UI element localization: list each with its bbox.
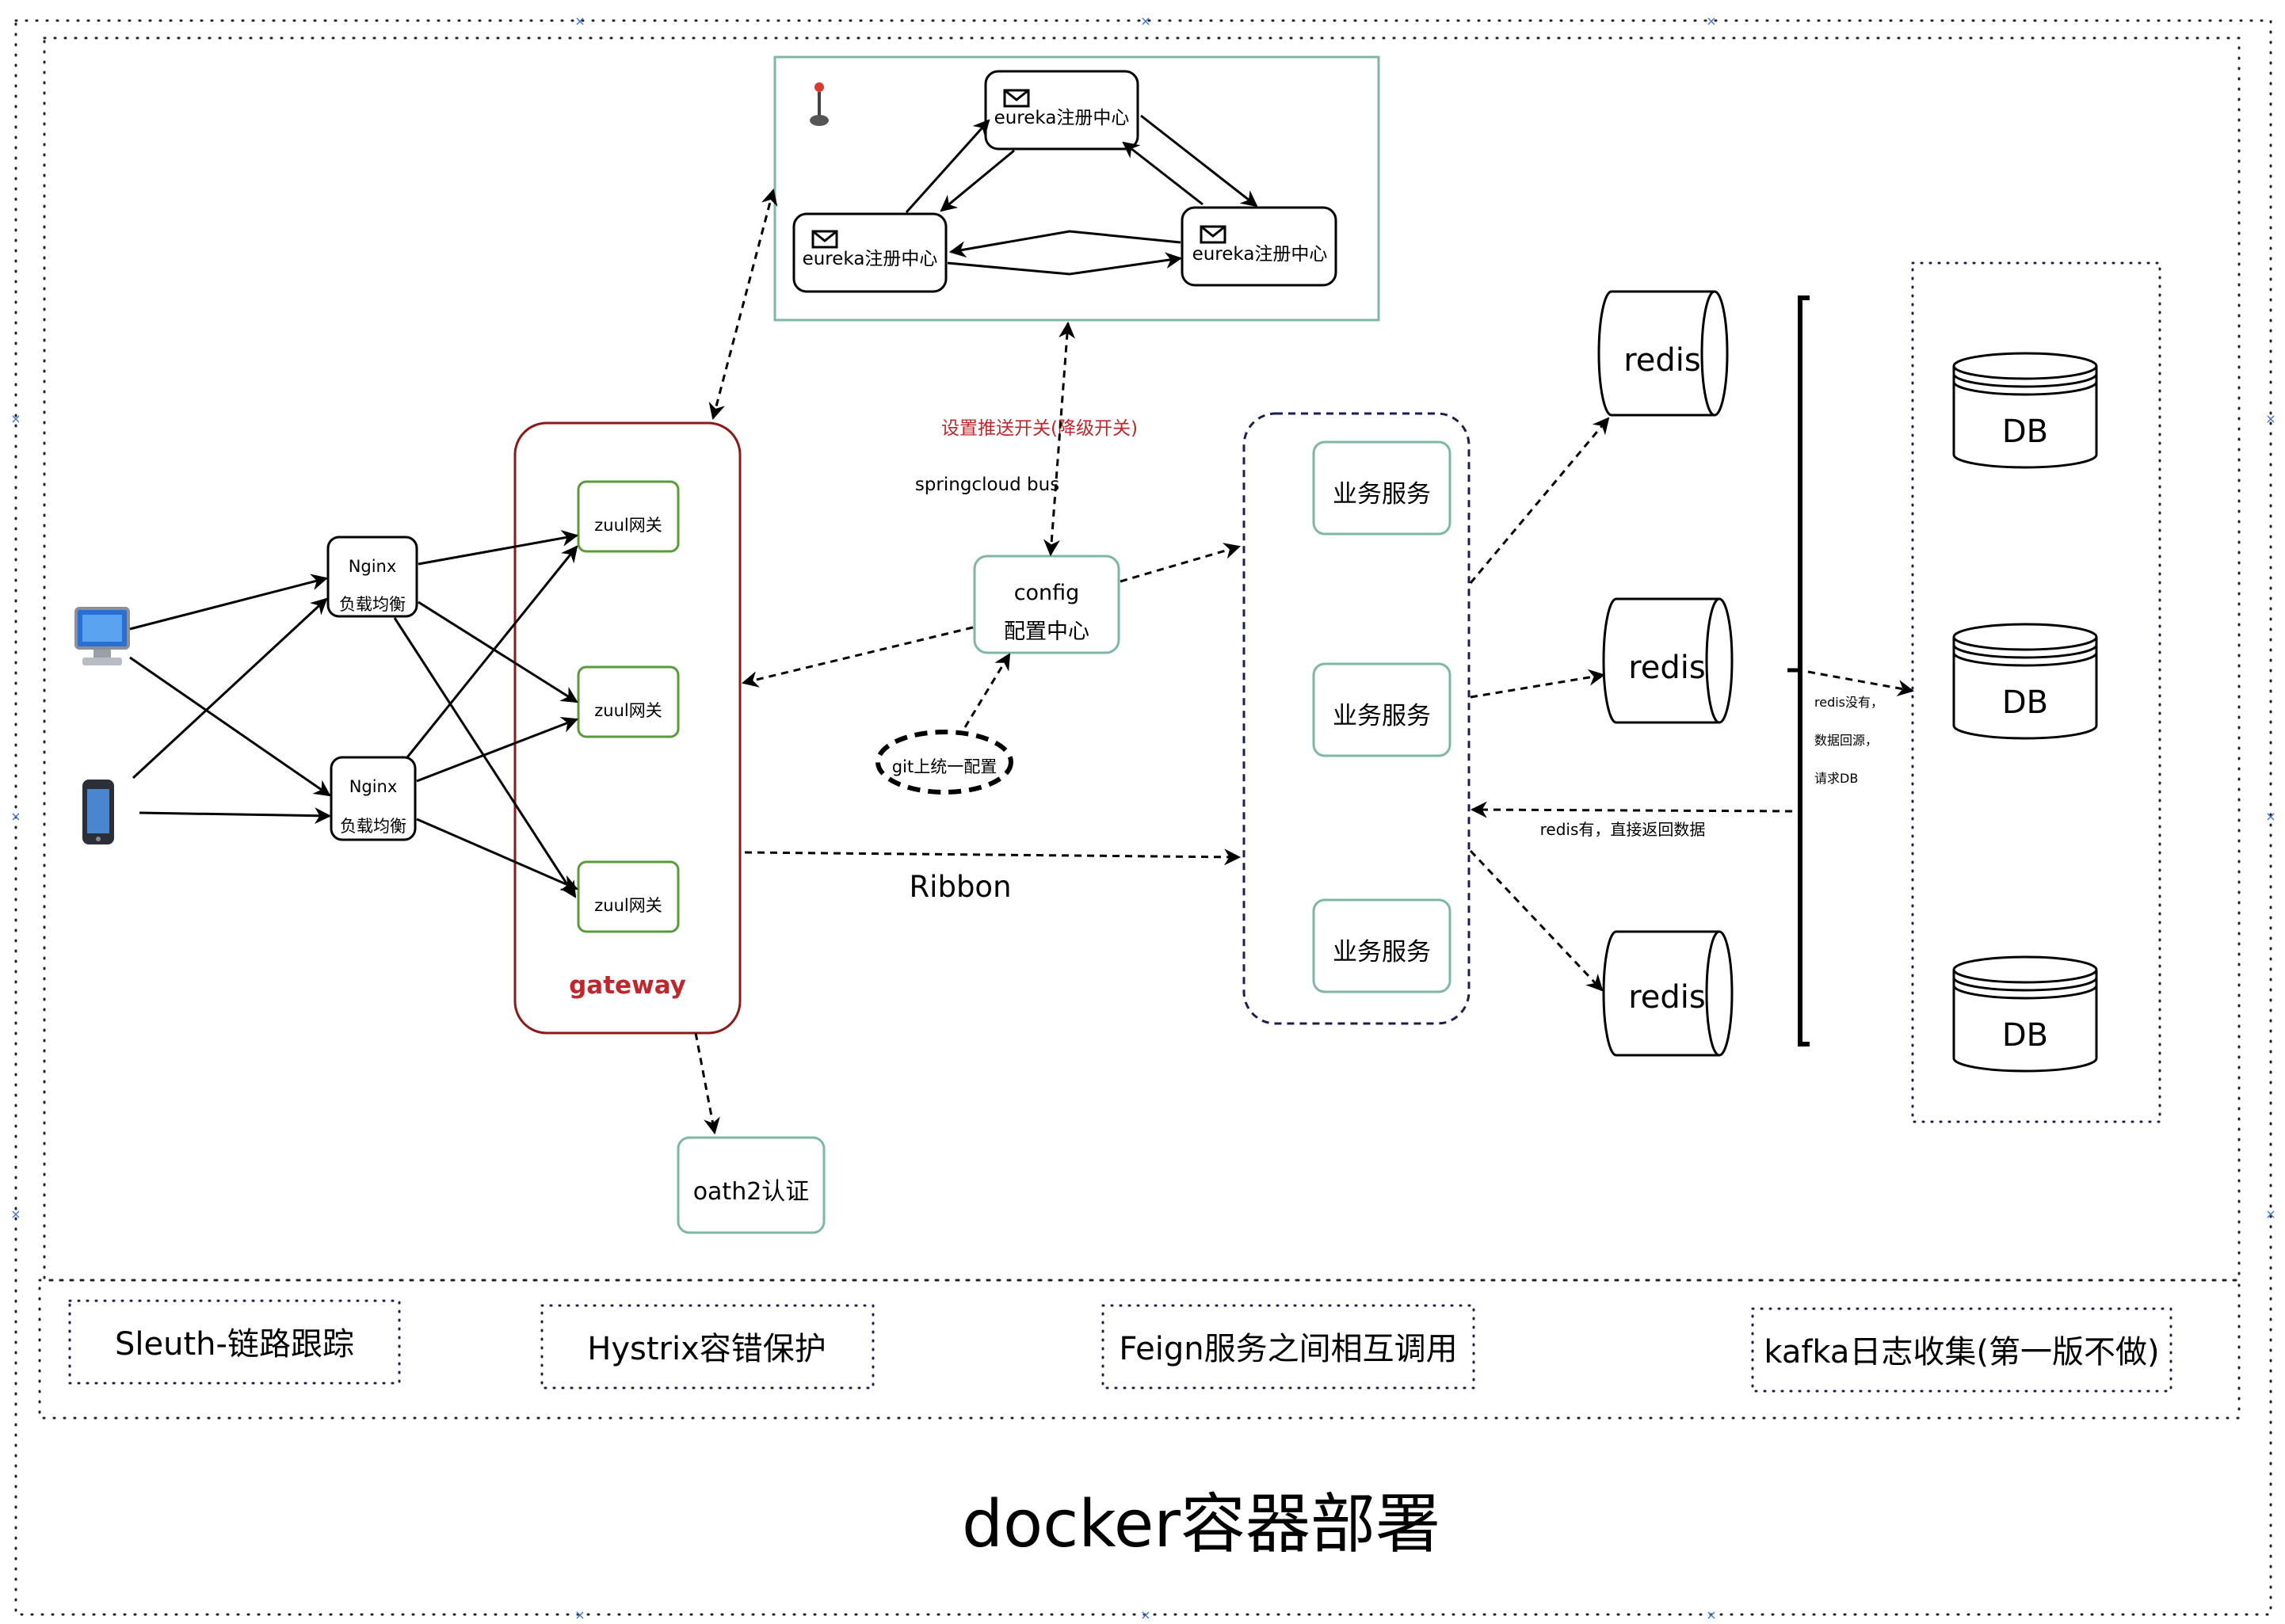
svg-text:×: × (574, 13, 585, 29)
zuul-node-1[interactable]: zuul网关 (577, 480, 680, 553)
svg-text:×: × (1706, 1607, 1716, 1622)
config-line1: config (1014, 581, 1080, 605)
zuul-node-3[interactable]: zuul网关 (577, 860, 680, 933)
svg-text:×: × (10, 809, 21, 824)
redis-hit-label: redis有，直接返回数据 (1540, 820, 1706, 839)
redis-node-2[interactable]: redis (1602, 597, 1734, 724)
db-node-1[interactable]: DB (1952, 352, 2098, 469)
redis-miss-line2: 数据回源， (1814, 733, 1878, 748)
outer-frame (14, 19, 2272, 1616)
service-2-label: 业务服务 (1333, 702, 1431, 730)
service-redis-links (1469, 417, 1610, 992)
svg-text:×: × (1140, 1607, 1150, 1622)
footer-item-feign-label: Feign服务之间相互调用 (1119, 1331, 1457, 1367)
services-container (1242, 412, 1471, 1025)
zuul-2-label: zuul网关 (594, 701, 662, 720)
service-node-2[interactable]: 业务服务 (1312, 662, 1451, 757)
ribbon-label: Ribbon (909, 870, 1011, 904)
redis-3-label: redis (1628, 979, 1706, 1016)
oauth-label: oath2认证 (693, 1178, 810, 1206)
zuul-node-2[interactable]: zuul网关 (577, 665, 680, 738)
service-node-1[interactable]: 业务服务 (1312, 440, 1451, 536)
eureka-node-top[interactable]: eureka注册中心 (984, 70, 1139, 151)
zuul-3-label: zuul网关 (594, 896, 662, 915)
zuul-1-label: zuul网关 (594, 516, 662, 535)
db-1-label: DB (2002, 414, 2048, 450)
db-node-3[interactable]: DB (1952, 955, 2098, 1073)
footer-item-sleuth-label: Sleuth-链路跟踪 (115, 1326, 354, 1363)
envelope-icon (1200, 225, 1226, 244)
redis-miss-line1: redis没有， (1814, 695, 1883, 710)
mobile-phone-icon (82, 780, 114, 844)
nginx-2-line2: 负载均衡 (340, 817, 406, 836)
footer-item-kafka[interactable]: kafka日志收集(第一版不做) (1751, 1307, 2172, 1393)
svg-text:×: × (2265, 411, 2275, 426)
envelope-icon (1003, 89, 1030, 108)
eureka-node-right[interactable]: eureka注册中心 (1181, 206, 1337, 287)
nginx-1-line2: 负载均衡 (339, 595, 406, 614)
config-line2: 配置中心 (1004, 619, 1089, 644)
svg-text:×: × (2265, 1207, 2275, 1222)
redis-hit-link (1470, 801, 1793, 818)
eureka-label-left: eureka注册中心 (803, 249, 938, 269)
footer-title: docker容器部署 (962, 1487, 1440, 1562)
footer-item-hystrix-label: Hystrix容错保护 (587, 1331, 826, 1367)
git-config-node[interactable]: git上统一配置 (875, 730, 1013, 795)
eureka-pin-icon (810, 82, 829, 126)
db-container (1911, 261, 2161, 1123)
config-gateway-link (741, 626, 974, 688)
redis-miss-link (1807, 670, 1915, 696)
ribbon-link (744, 848, 1242, 866)
svg-text:×: × (1140, 13, 1150, 29)
eureka-links (905, 114, 1258, 276)
svg-text:×: × (10, 1207, 21, 1222)
envelope-icon (811, 230, 838, 249)
push-switch-label: 设置推送开关(降级开关) (941, 418, 1138, 439)
db-node-2[interactable]: DB (1952, 623, 2098, 740)
gateway-eureka-link (708, 188, 778, 421)
footer-item-hystrix[interactable]: Hystrix容错保护 (540, 1304, 875, 1390)
eureka-label-right: eureka注册中心 (1192, 244, 1328, 265)
nginx-zuul-links (393, 530, 579, 898)
svg-text:×: × (10, 411, 21, 426)
nginx-node-1[interactable]: Nginx 负载均衡 (326, 536, 418, 618)
service-node-3[interactable]: 业务服务 (1312, 898, 1451, 993)
nginx-node-2[interactable]: Nginx 负载均衡 (330, 756, 417, 841)
redis-node-1[interactable]: redis (1597, 290, 1729, 417)
oauth-node[interactable]: oath2认证 (677, 1136, 826, 1234)
redis-node-3[interactable]: redis (1602, 930, 1734, 1057)
inner-frame (43, 36, 2241, 1282)
gateway-label: gateway (569, 971, 686, 1000)
service-1-label: 业务服务 (1333, 480, 1431, 509)
service-3-label: 业务服务 (1333, 938, 1431, 966)
nginx-2-line1: Nginx (349, 777, 398, 796)
git-config-label: git上统一配置 (892, 757, 997, 776)
redis-2-label: redis (1628, 650, 1706, 686)
eureka-node-left[interactable]: eureka注册中心 (792, 212, 948, 293)
db-3-label: DB (2002, 1017, 2048, 1054)
nginx-1-line1: Nginx (349, 557, 397, 576)
footer-frame (38, 1279, 2241, 1420)
footer-item-feign[interactable]: Feign服务之间相互调用 (1101, 1304, 1475, 1390)
config-eureka-link (1043, 321, 1076, 557)
svg-text:×: × (2265, 809, 2275, 824)
config-center-node[interactable]: config 配置中心 (973, 555, 1120, 654)
redis-1-label: redis (1623, 342, 1701, 379)
desktop-computer-icon (74, 607, 130, 665)
db-2-label: DB (2002, 684, 2048, 721)
git-config-link (963, 653, 1011, 728)
footer-item-kafka-label: kafka日志收集(第一版不做) (1764, 1334, 2159, 1370)
svg-text:×: × (1706, 13, 1716, 29)
eureka-label-top: eureka注册中心 (994, 108, 1130, 128)
gateway-container (513, 421, 742, 1035)
footer-item-sleuth[interactable]: Sleuth-链路跟踪 (68, 1299, 401, 1385)
redis-miss-line3: 请求DB (1814, 771, 1858, 786)
client-links (129, 574, 332, 825)
springcloud-bus-label: springcloud bus (915, 475, 1059, 495)
config-services-link (1120, 543, 1242, 583)
svg-text:×: × (574, 1607, 585, 1622)
frame-handles: × × × × × × × × × × × × (10, 13, 2275, 1622)
gateway-oauth-link (694, 1032, 720, 1135)
